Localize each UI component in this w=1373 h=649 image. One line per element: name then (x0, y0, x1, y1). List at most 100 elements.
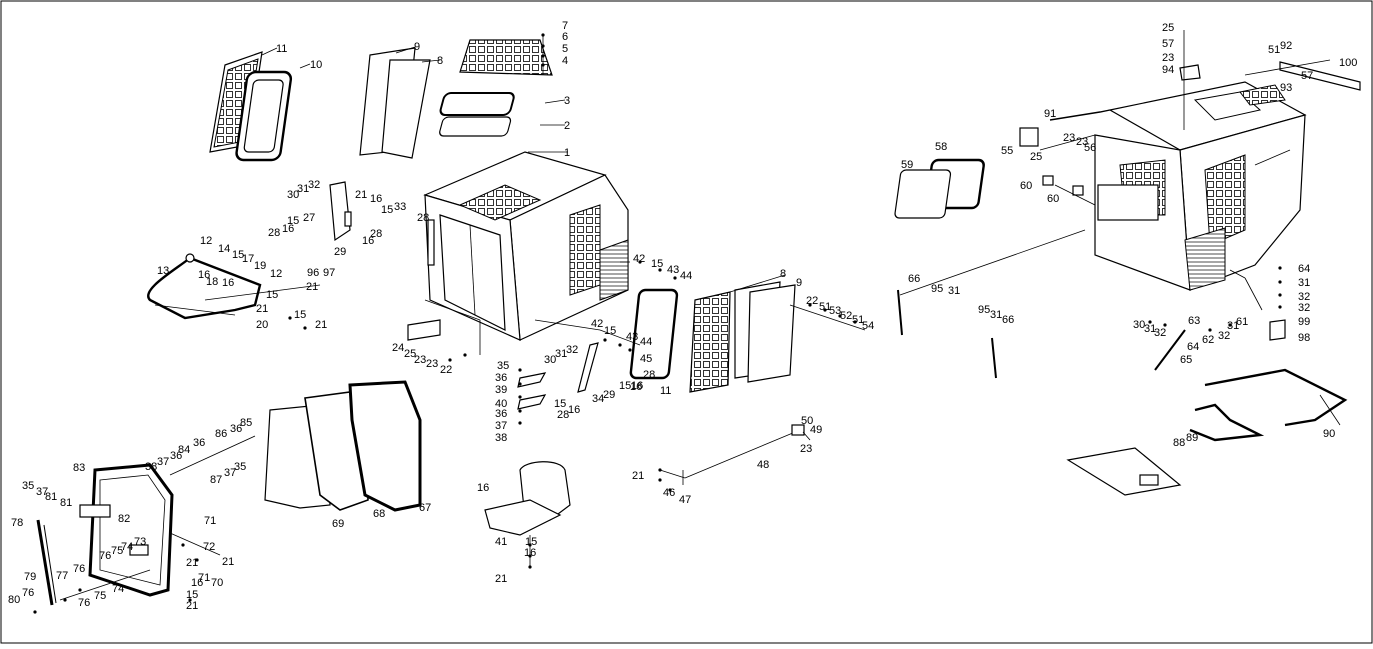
callout-29: 29 (334, 246, 346, 258)
callout-30: 30 (287, 189, 299, 201)
callout-64-2: 64 (1298, 263, 1310, 275)
callout-42-2: 42 (591, 318, 603, 330)
callout-88: 88 (1173, 437, 1185, 449)
callout-18: 18 (206, 276, 218, 288)
door-glass-right (734, 281, 796, 383)
callout-97: 97 (323, 267, 335, 279)
callout-31-7: 31 (1227, 320, 1239, 332)
callout-37: 37 (495, 420, 507, 432)
callout-21-9: 21 (186, 600, 198, 612)
callout-28-2: 28 (268, 227, 280, 239)
callout-96: 96 (307, 267, 319, 279)
callout-15-2: 15 (287, 215, 299, 227)
callout-93: 93 (1280, 82, 1292, 94)
callout-14: 14 (218, 243, 230, 255)
callout-100: 100 (1339, 57, 1357, 69)
callout-72: 72 (203, 541, 215, 553)
callout-2: 2 (564, 120, 570, 132)
callout-68: 68 (373, 508, 385, 520)
callout-31-5: 31 (990, 309, 1002, 321)
callout-30-3: 30 (1133, 319, 1145, 331)
floor-seal-part (1189, 368, 1348, 442)
callout-38-2: 38 (145, 461, 157, 473)
callout-31: 31 (297, 183, 309, 195)
callout-25: 25 (404, 348, 416, 360)
callout-15-7: 15 (604, 325, 616, 337)
roof-grille-part (459, 39, 553, 76)
callout-15-5: 15 (381, 204, 393, 216)
callout-36-4: 36 (193, 437, 205, 449)
callout-36: 36 (495, 372, 507, 384)
callout-75-2: 75 (94, 590, 106, 602)
callout-32-2: 32 (566, 344, 578, 356)
side-glass-panels-top (359, 47, 431, 159)
callout-23-2: 23 (426, 358, 438, 370)
callout-95-2: 95 (978, 304, 990, 316)
callout-21: 21 (355, 189, 367, 201)
callout-1: 1 (564, 147, 570, 159)
callout-16-3: 16 (282, 223, 294, 235)
callout-31-6: 31 (1298, 277, 1310, 289)
callout-76: 76 (99, 550, 111, 562)
callout-46: 46 (663, 487, 675, 499)
callout-81-2: 81 (60, 497, 72, 509)
callout-54: 54 (862, 320, 874, 332)
callout-79: 79 (24, 571, 36, 583)
callout-74-2: 74 (112, 583, 124, 595)
callout-64: 64 (1187, 341, 1199, 353)
callout-16-5: 16 (370, 193, 382, 205)
callout-29-2: 29 (603, 389, 615, 401)
callout-76-3: 76 (22, 587, 34, 599)
callout-86: 86 (215, 428, 227, 440)
callout-39: 39 (495, 384, 507, 396)
callout-16-8: 16 (477, 482, 489, 494)
callout-23-4: 23 (1076, 136, 1088, 148)
callout-56: 56 (1084, 142, 1096, 154)
cab-assembled-right (1094, 81, 1307, 291)
callout-21-2: 21 (256, 303, 268, 315)
callout-50: 50 (801, 415, 813, 427)
callout-16-6: 16 (631, 380, 643, 392)
callout-94: 94 (1162, 64, 1174, 76)
callout-66-2: 66 (1002, 314, 1014, 326)
callout-36-2: 36 (495, 408, 507, 420)
hardware-dots (33, 33, 1282, 614)
callout-87: 87 (210, 474, 222, 486)
rear-window-part (235, 70, 293, 162)
callout-74: 74 (121, 541, 133, 553)
callout-20: 20 (256, 319, 268, 331)
callout-37-3: 37 (157, 456, 169, 468)
callout-25-2: 25 (1030, 151, 1042, 163)
callout-34: 34 (592, 393, 604, 405)
callout-83: 83 (73, 462, 85, 474)
callout-75: 75 (111, 545, 123, 557)
callout-5: 5 (562, 43, 568, 55)
callout-12: 12 (200, 235, 212, 247)
callout-21-6: 21 (186, 557, 198, 569)
callout-80: 80 (8, 594, 20, 606)
wiper-arm-part (36, 519, 57, 606)
callout-48: 48 (757, 459, 769, 471)
callout-32-4: 32 (1218, 330, 1230, 342)
callout-22: 22 (440, 364, 452, 376)
light-bar-part (1279, 61, 1361, 91)
callout-28: 28 (417, 212, 429, 224)
callout-99: 99 (1298, 316, 1310, 328)
callout-92: 92 (1280, 40, 1292, 52)
callout-21-4: 21 (306, 281, 318, 293)
callout-78: 78 (11, 517, 23, 529)
callout-21-8: 21 (632, 470, 644, 482)
callout-43: 43 (667, 264, 679, 276)
callout-89: 89 (1186, 432, 1198, 444)
callout-11: 11 (276, 43, 287, 55)
callout-15-11: 15 (186, 589, 198, 601)
callout-16: 16 (198, 269, 210, 281)
callout-15-4: 15 (294, 309, 306, 321)
floor-mat-part (1066, 447, 1182, 496)
callout-15: 15 (232, 249, 244, 261)
latch-unit-part (1019, 127, 1039, 147)
callout-23-5: 23 (800, 443, 812, 455)
callout-15-3: 15 (266, 289, 278, 301)
callout-6: 6 (562, 31, 568, 43)
